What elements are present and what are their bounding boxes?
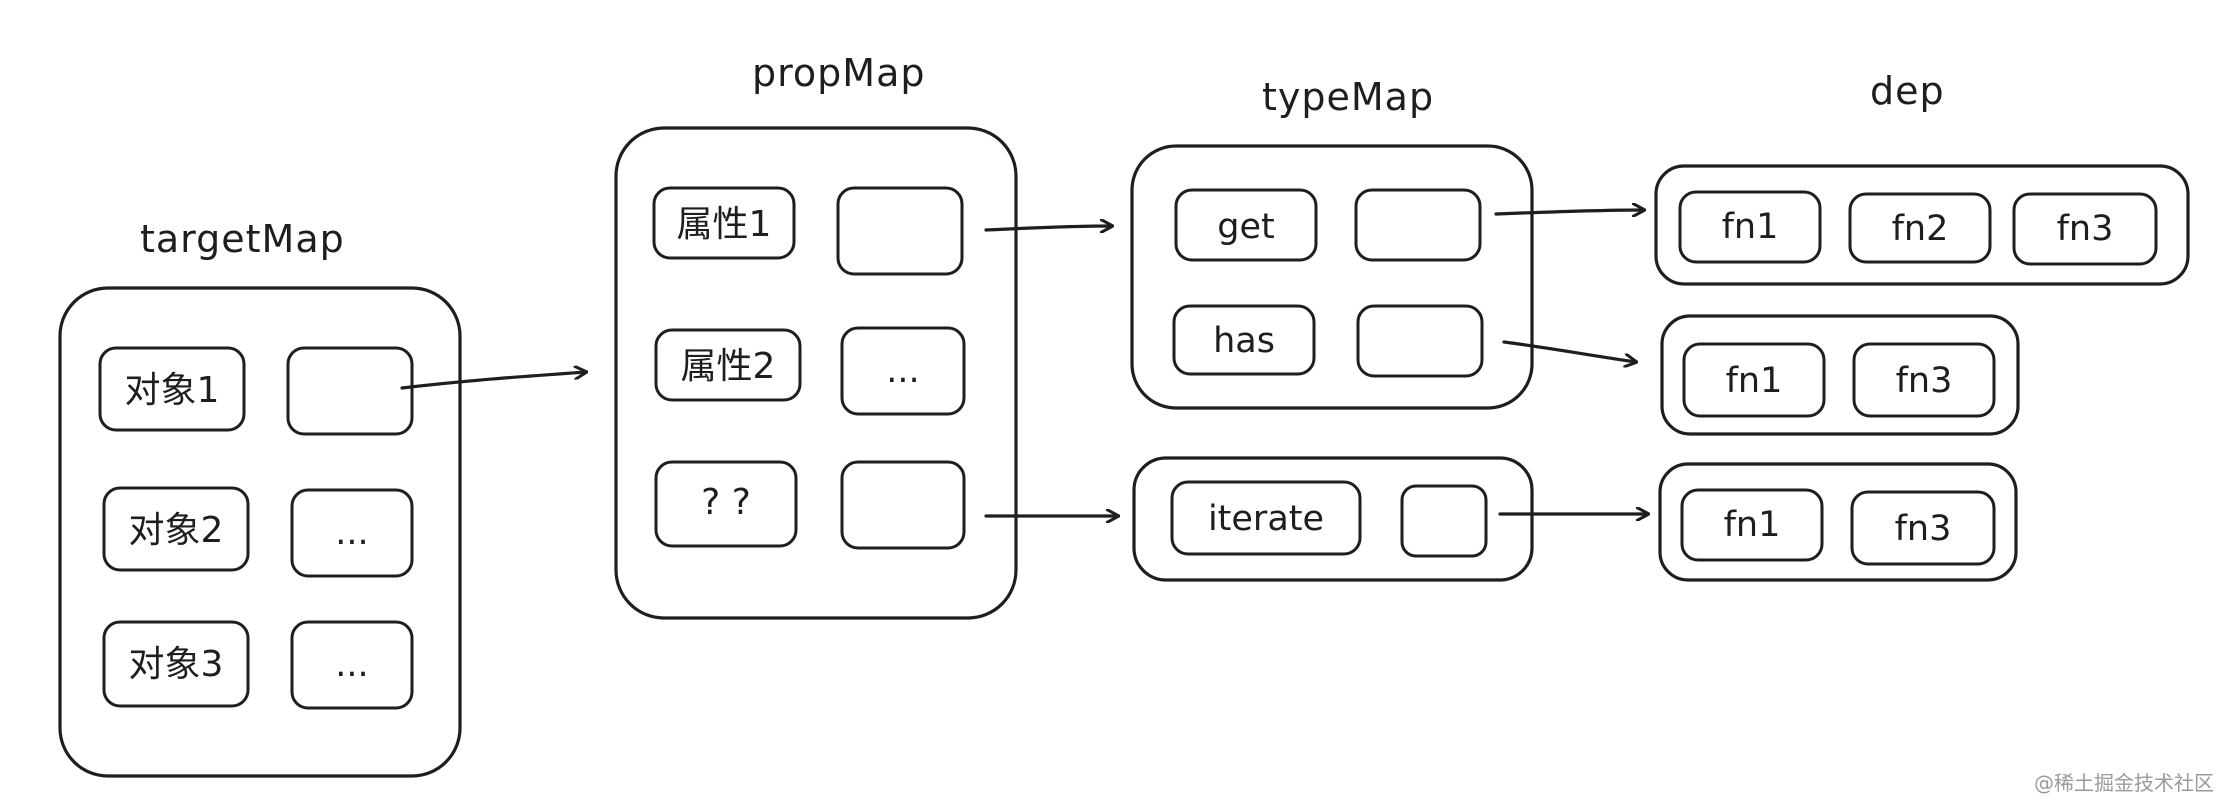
dep-title: dep (1870, 69, 1945, 113)
propmap-key-label: 属性1 (677, 204, 772, 245)
targetmap-key-cell (102, 486, 250, 572)
propmap-value-label: ... (886, 351, 919, 391)
targetmap-value-label: ... (335, 513, 368, 553)
dep-fn-label: fn2 (1892, 209, 1949, 249)
targetmap-value-cell (290, 620, 414, 710)
targetmap-key-label: 对象2 (129, 510, 224, 551)
dep-fn-cell (1850, 490, 1996, 566)
typemap-title: typeMap (1262, 75, 1434, 119)
propmap-key-label: 属性2 (681, 346, 776, 387)
targetmap-key-label: 对象1 (125, 370, 220, 411)
dep-fn-label: fn3 (1895, 509, 1952, 549)
targetmap-key-cell (98, 346, 246, 432)
dep-fn-label: fn3 (1896, 361, 1953, 401)
dep-fn-cell (1678, 190, 1822, 264)
typemap-key-label: iterate (1208, 499, 1324, 539)
propmap-title: propMap (752, 51, 925, 95)
dep-fn-cell (1848, 192, 1992, 264)
typemap-value-cell (1356, 304, 1484, 378)
typemap-key-label: has (1213, 321, 1275, 361)
propmap-value-cell (840, 460, 966, 550)
typemap-key-cell (1170, 480, 1362, 556)
propmap-key-cell (652, 186, 796, 260)
propmap-key-cell (654, 328, 802, 402)
dep-fn-cell (1680, 488, 1824, 562)
dep-fn-label: fn1 (1722, 207, 1779, 247)
typemap-value-cell (1354, 188, 1482, 262)
dep-fn-cell (1852, 342, 1996, 418)
typemap-value-cell (1400, 484, 1488, 558)
targetmap-title: targetMap (140, 217, 345, 261)
dep-fn-label: fn1 (1724, 505, 1781, 545)
watermark: @稀土掘金技术社区 (2034, 771, 2214, 795)
targetmap-value-cell (290, 488, 414, 578)
targetmap-value-cell (286, 346, 414, 436)
targetmap-value-label: ... (335, 645, 368, 685)
dep-fn-label: fn1 (1726, 361, 1783, 401)
propmap-value-cell (836, 186, 964, 276)
propmap-key-label: ? ? (701, 482, 751, 523)
arrow-targetmap-to-propmap (400, 372, 586, 390)
arrow-get-to-dep (1494, 210, 1644, 214)
typemap-key-label: get (1217, 207, 1274, 247)
typemap-key-cell (1172, 304, 1316, 376)
arrow-has-to-dep (1502, 340, 1636, 362)
dep-fn-cell (2012, 192, 2158, 266)
dep-fn-label: fn3 (2057, 209, 2114, 249)
targetmap-key-label: 对象3 (129, 644, 224, 685)
targetmap-key-cell (102, 620, 250, 708)
propmap-value-cell (840, 326, 966, 416)
propmap-key-cell (654, 460, 798, 548)
arrow-propmap-to-typemap (984, 226, 1112, 230)
dep-fn-cell (1682, 342, 1826, 418)
typemap-key-cell (1174, 188, 1318, 262)
